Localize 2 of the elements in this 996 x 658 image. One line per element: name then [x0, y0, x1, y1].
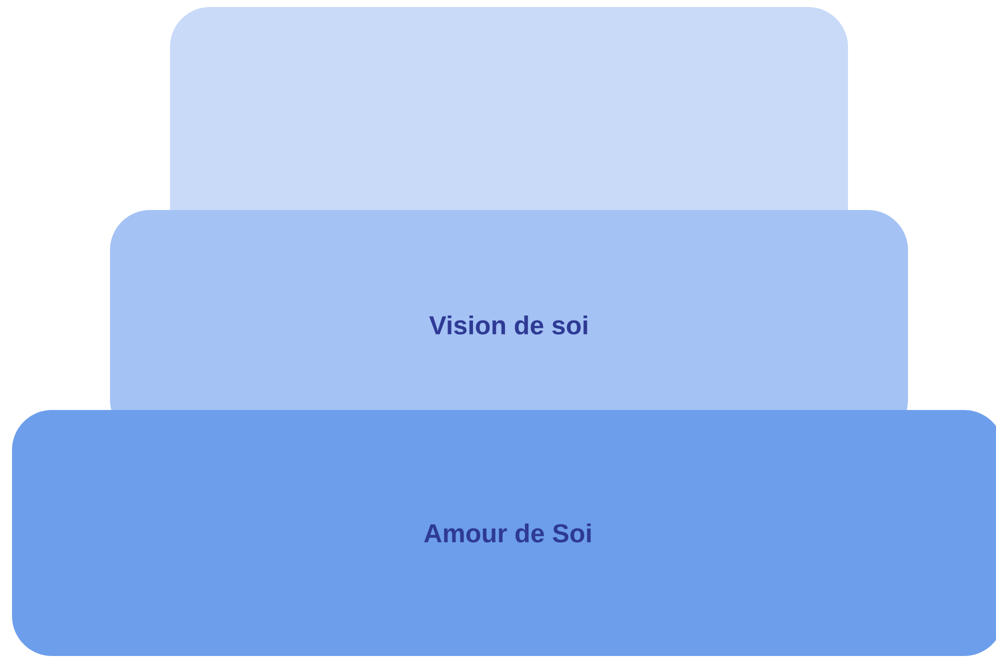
empty-step-box [170, 7, 848, 210]
step-box: Amour de Soi [12, 410, 996, 656]
